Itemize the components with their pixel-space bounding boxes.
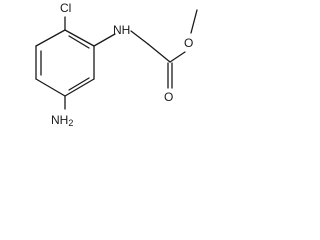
ether-oxygen-label: O — [184, 36, 193, 50]
ring-double-bond-2 — [68, 77, 90, 91]
nh-label: NH — [113, 23, 130, 37]
ring-bond-1 — [35, 29, 66, 47]
ring-bond-4 — [64, 78, 95, 97]
ring-bond-6 — [64, 29, 95, 47]
amine-label-main: NH — [51, 113, 68, 127]
ring-bond-3 — [35, 78, 66, 97]
structure-canvas: Cl NH O O NH2 — [0, 0, 211, 158]
molecule-diagram: Cl NH O O NH2 — [35, 1, 198, 128]
benzene-ring — [35, 29, 95, 97]
carbonyl-oxygen-label: O — [164, 90, 173, 104]
bond-ch2-carbonyl — [147, 43, 171, 63]
amine-label-subscript: 2 — [68, 118, 73, 128]
bond-nh-ch2 — [130, 30, 149, 45]
bond-c-nh — [93, 33, 116, 47]
bond-o-methyl — [190, 9, 198, 34]
amine-label: NH2 — [51, 113, 73, 128]
chlorine-label: Cl — [60, 1, 71, 15]
bond-carbonyl-o — [169, 51, 186, 63]
ring-double-bond-3 — [68, 35, 90, 49]
